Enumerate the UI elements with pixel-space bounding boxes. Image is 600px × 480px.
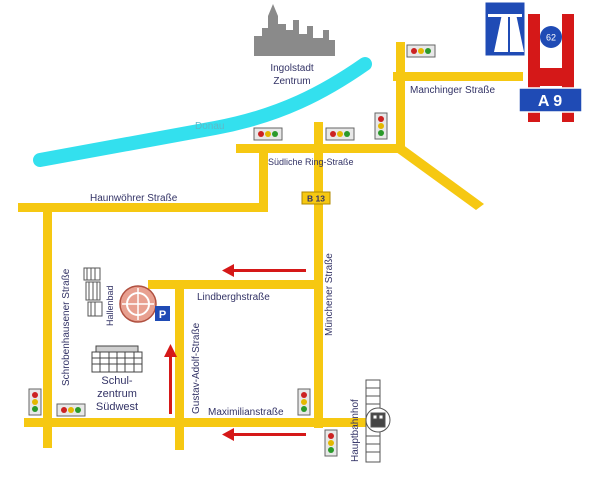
b13-label: B 13 — [307, 194, 325, 204]
street-label-haunwoehrer: Haunwöhrer Straße — [90, 193, 178, 204]
road-schrobenhausener — [43, 208, 52, 448]
road-gustav-adolf — [175, 286, 184, 450]
school-label-line3: Südwest — [96, 401, 138, 413]
skyline-icon — [254, 4, 335, 56]
route-arrow-left-icon — [222, 428, 306, 441]
river-label: Donau — [195, 121, 224, 132]
swimming-pool-icon — [83, 267, 103, 317]
traffic-light-icon — [324, 429, 338, 457]
street-label-gustav-adolf: Gustav-Adolf-Straße — [191, 322, 202, 414]
hauptbahnhof-label: Hauptbahnhof — [350, 399, 361, 462]
road-diagonal-southeast — [392, 141, 484, 210]
road-maximilian — [24, 418, 372, 427]
school-label-line1: Schul- — [101, 375, 133, 387]
street-label-schrobenhausener: Schrobenhausener Straße — [61, 268, 72, 386]
street-label-maximilian: Maximilianstraße — [208, 407, 284, 418]
target-marker-icon — [119, 285, 157, 323]
city-name-line2: Zentrum — [273, 76, 310, 87]
traffic-light-icon — [297, 388, 311, 416]
school-building-icon — [91, 345, 143, 373]
exit-number-badge — [540, 26, 562, 48]
school-label-line2: zentrum — [97, 388, 137, 400]
road-manchinger — [393, 72, 523, 81]
river-donau — [33, 57, 372, 167]
autobahn-sign-icon — [484, 1, 526, 57]
exit-number: 62 — [546, 33, 556, 43]
street-label-manchinger: Manchinger Straße — [410, 85, 495, 96]
a9-label: A 9 — [538, 93, 562, 110]
a9-shield — [518, 87, 583, 113]
street-label-muenchener: Münchener Straße — [324, 253, 335, 336]
street-label-suedliche-ring: Südliche Ring-Straße — [268, 157, 354, 167]
road-haunwoehrer — [18, 203, 268, 212]
traffic-light-icon — [28, 388, 42, 416]
motorway-crossbar — [528, 68, 574, 86]
road-lindbergh — [148, 280, 323, 289]
traffic-light-icon — [325, 127, 355, 141]
street-label-lindbergh: Lindberghstraße — [197, 292, 270, 303]
traffic-light-icon — [374, 112, 388, 140]
road-network — [18, 42, 523, 450]
b13-shield — [301, 191, 331, 205]
city-name-line1: Ingolstadt — [270, 63, 314, 74]
parking-label: P — [159, 309, 166, 321]
traffic-light-icon — [253, 127, 283, 141]
motorway-a9: 62 A 9 — [518, 14, 583, 122]
hallenbad-label: Hallenbad — [105, 285, 115, 326]
traffic-light-icon — [56, 403, 86, 417]
road-north-connector — [396, 42, 405, 148]
road-muenchener — [314, 122, 323, 428]
route-arrow-left-icon — [222, 264, 306, 277]
route-arrows — [164, 264, 306, 441]
parking-icon — [155, 306, 170, 321]
route-arrow-up-icon — [164, 344, 177, 414]
traffic-light-icon — [406, 44, 436, 58]
train-station-icon — [365, 379, 391, 463]
road-ring-spur — [259, 144, 268, 204]
